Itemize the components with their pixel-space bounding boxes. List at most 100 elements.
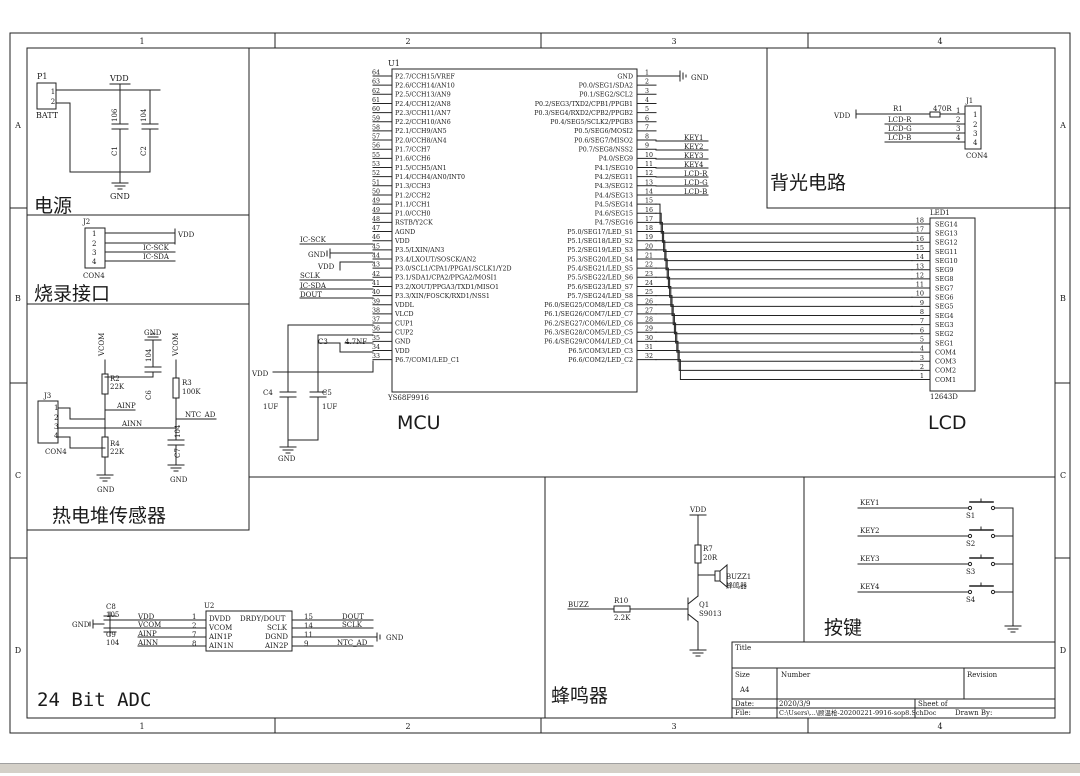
switch-contact	[967, 533, 973, 539]
pin-number: 44	[372, 253, 380, 260]
pin-name: VDD	[394, 348, 410, 355]
svg-text:AINN: AINN	[137, 639, 158, 647]
bus-wire	[655, 304, 913, 326]
pin-name: P0.4/SEG5/SCLK2/PPGB3	[550, 119, 633, 126]
section-title-power: 电源	[34, 195, 72, 217]
svg-text:AIN1N: AIN1N	[208, 642, 234, 650]
svg-text:C1: C1	[111, 146, 119, 156]
pin-name: SEG11	[935, 248, 958, 256]
pin-number: 37	[372, 317, 380, 324]
svg-text:LCD-B: LCD-B	[888, 134, 911, 142]
pin-number: 63	[372, 79, 380, 86]
section-title-adc: 24 Bit ADC	[37, 689, 151, 711]
pin-number: 60	[372, 106, 380, 113]
pin-name: P6.7/COM1/LED_C1	[395, 357, 460, 364]
svg-text:LCD-R: LCD-R	[888, 116, 912, 124]
pin-number: 1	[920, 372, 924, 380]
svg-text:AIN1P: AIN1P	[208, 633, 232, 641]
pin-name: P0.0/SEG1/SDA2	[579, 82, 633, 89]
pin-name: COM2	[935, 367, 956, 375]
col-label: 1	[139, 37, 144, 46]
pin-number: 25	[645, 289, 653, 296]
switch-contact	[990, 533, 996, 539]
svg-text:J1: J1	[965, 97, 973, 105]
pin-name: P3.5/LXIN/AN3	[395, 247, 444, 254]
svg-text:J3: J3	[43, 392, 51, 400]
pin-number: 47	[372, 225, 380, 232]
svg-text:File:: File:	[735, 709, 751, 717]
pin-name: P2.1/CCH9/AN5	[395, 128, 447, 135]
pin-number: 14	[645, 188, 653, 195]
svg-text:104: 104	[140, 108, 148, 122]
svg-text:20R: 20R	[703, 554, 718, 562]
svg-text:KEY1: KEY1	[684, 134, 703, 142]
svg-text:IC-SDA: IC-SDA	[300, 282, 327, 290]
svg-text:104: 104	[106, 639, 120, 647]
pin-number: 19	[645, 234, 653, 241]
svg-text:8: 8	[192, 640, 196, 648]
pin-name: P2.6/CCH14/AN10	[395, 82, 455, 89]
pin-number: 57	[372, 134, 380, 141]
col-label: 4	[937, 37, 942, 46]
pin-name: P5.2/SEG19/LED_S3	[567, 247, 633, 254]
pin-number: 45	[372, 243, 380, 250]
svg-text:SCLK: SCLK	[300, 272, 321, 280]
pin-name: P3.1/SDA1/CPA2/PPGA2/MOSI1	[395, 275, 497, 282]
svg-text:GND: GND	[144, 329, 162, 337]
svg-text:DOUT: DOUT	[342, 613, 364, 621]
svg-text:4: 4	[92, 258, 97, 266]
bus-wire	[655, 331, 913, 353]
svg-text:R4: R4	[110, 440, 120, 448]
svg-text:C7: C7	[174, 448, 182, 458]
svg-text:AIN2P: AIN2P	[264, 642, 288, 650]
section-title-programming: 烧录接口	[34, 283, 110, 305]
pin-name: P4.7/SEG16	[595, 220, 633, 227]
svg-text:3: 3	[54, 423, 58, 431]
pin-name: P1.4/CCH4/AN0/INT0	[395, 174, 465, 181]
svg-text:S9013: S9013	[699, 610, 722, 618]
pin-number: 27	[645, 307, 653, 314]
pin-name: P5.4/SEG21/LED_S5	[567, 265, 633, 272]
pin-name: P6.5/COM3/LED_C3	[568, 348, 633, 355]
pin-number: 18	[645, 225, 653, 232]
pin-name: P4.1/SEG10	[595, 165, 633, 172]
window-bottom-strip	[0, 763, 1080, 773]
pin-number: 55	[372, 152, 380, 159]
pin-number: 3	[645, 88, 649, 95]
svg-text:Sheet of: Sheet of	[918, 700, 949, 708]
pin-number: 32	[645, 353, 653, 360]
pin-number: 16	[916, 235, 924, 243]
pin-name: P5.1/SEG18/LED_S2	[567, 238, 633, 245]
svg-text:106: 106	[111, 108, 119, 122]
pin-name: P2.0/CCH8/AN4	[395, 137, 447, 144]
pin-name: P0.5/SEG6/MOSI2	[574, 128, 633, 135]
pin-number: 5	[645, 106, 649, 113]
pin-number: 13	[916, 262, 924, 270]
svg-text:C6: C6	[145, 390, 153, 400]
section-titles: 电源 烧录接口 热电堆传感器 24 Bit ADC MCU LCD 背光电路 蜂…	[34, 172, 966, 711]
pin-name: SEG5	[935, 303, 954, 311]
pin-number: 15	[916, 244, 924, 252]
svg-text:NTC_AD: NTC_AD	[185, 411, 216, 419]
svg-text:CON4: CON4	[45, 448, 67, 456]
pin-name: P5.7/SEG24/LED_S8	[567, 293, 633, 300]
key-net-label: KEY3	[860, 555, 879, 563]
pin-name: P5.6/SEG23/LED_S7	[567, 284, 633, 291]
pin-number: 59	[372, 115, 380, 122]
pin-name: P4.4/SEG13	[595, 192, 633, 199]
pin-number: 62	[372, 88, 380, 95]
row-label: B	[15, 294, 21, 303]
pin-name: SEG7	[935, 284, 954, 292]
pin-name: SEG8	[935, 275, 954, 283]
pin-number: 23	[645, 271, 653, 278]
pin-number: 49	[372, 207, 380, 214]
pin-number: 10	[645, 152, 653, 159]
col-label: 3	[671, 722, 676, 731]
svg-text:22K: 22K	[110, 383, 125, 391]
mcu-right-pins: 1GND2P0.0/SEG1/SDA23P0.1/SEG2/SCL24P0.2/…	[534, 70, 657, 364]
svg-text:R7: R7	[703, 545, 713, 553]
pin-number: 9	[645, 143, 649, 150]
bus-wire	[655, 258, 913, 280]
